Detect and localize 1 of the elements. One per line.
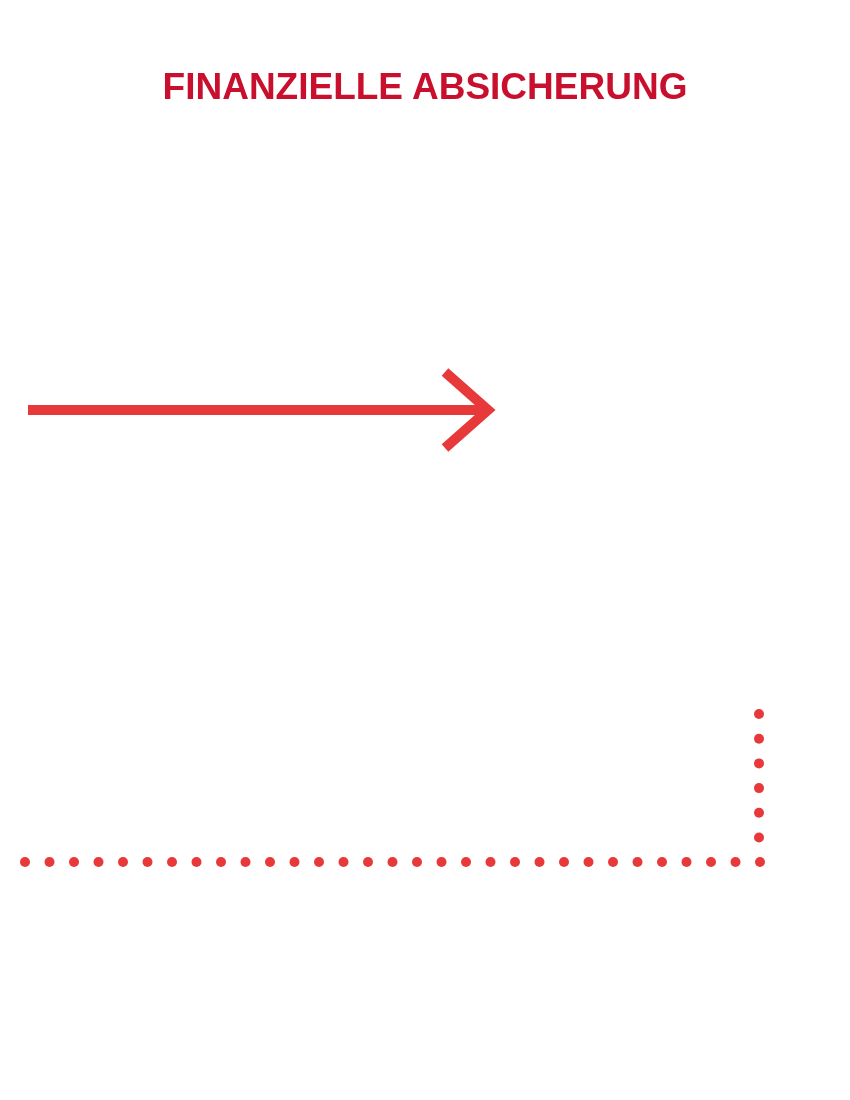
title: FINANZIELLE ABSICHERUNG xyxy=(162,65,688,109)
